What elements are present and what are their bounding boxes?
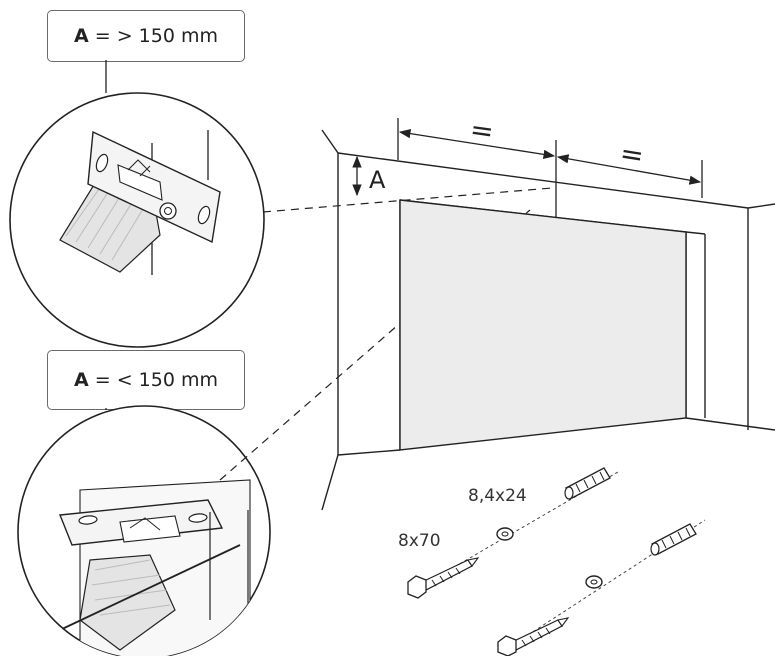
wall-plug-icon bbox=[564, 467, 611, 500]
equal-mark-left: = bbox=[468, 113, 496, 149]
dimension-a-label: A bbox=[369, 166, 386, 194]
label-letter-a: A bbox=[74, 25, 89, 47]
dimension-lines bbox=[352, 118, 703, 218]
screw-icon bbox=[407, 557, 480, 599]
equal-mark-right: = bbox=[618, 136, 646, 172]
label-condition-above: = > 150 mm bbox=[94, 25, 218, 47]
wall-plug-icon bbox=[650, 523, 697, 556]
label-letter-a: A bbox=[74, 369, 89, 391]
detail-circle-top bbox=[9, 92, 265, 348]
detail-circle-bottom bbox=[17, 405, 271, 656]
door-panel bbox=[399, 199, 687, 451]
label-box-above-150: A = > 150 mm bbox=[47, 10, 245, 62]
washer-icon bbox=[585, 575, 603, 589]
screw-icon bbox=[497, 617, 570, 656]
projection-line-top bbox=[262, 187, 553, 213]
label-box-below-150: A = < 150 mm bbox=[47, 350, 245, 410]
washer-icon bbox=[496, 527, 514, 541]
anchor-size-label: 8,4x24 bbox=[468, 486, 527, 506]
label-condition-below: = < 150 mm bbox=[94, 369, 218, 391]
screw-size-label: 8x70 bbox=[398, 531, 441, 551]
